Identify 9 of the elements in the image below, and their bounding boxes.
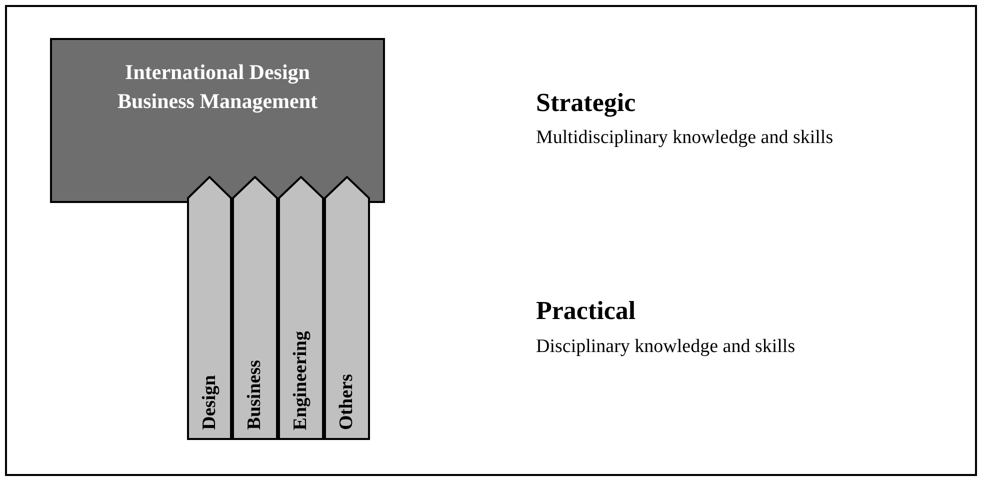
heading-text: Practical	[536, 296, 636, 326]
arrow-label: Engineering	[289, 330, 312, 430]
heading-text: Strategic	[536, 88, 636, 118]
description-text: Multidisciplinary knowledge and skills	[536, 127, 834, 149]
arrow-label: Design	[198, 375, 220, 430]
description-text: Disciplinary knowledge and skills	[536, 336, 796, 358]
management-box: International Design Business Management	[50, 38, 385, 203]
arrow-label: Business	[243, 360, 266, 430]
arrow-label: Others	[335, 374, 358, 430]
